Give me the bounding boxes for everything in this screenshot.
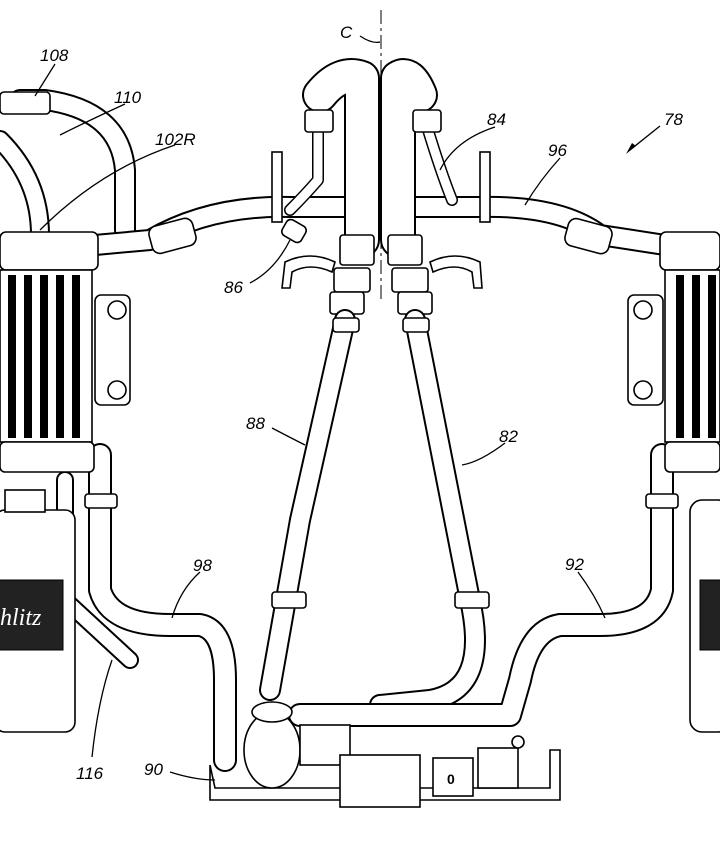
- upper-left-hoses: [0, 89, 136, 245]
- filter-can-left: hlitz: [0, 489, 76, 733]
- hoses-88-82: [259, 309, 490, 716]
- label-96: 96: [548, 141, 567, 160]
- hoses-98-92: [56, 443, 679, 772]
- center-risers: [281, 58, 483, 315]
- leader-lines: [34, 35, 661, 781]
- label-110: 110: [114, 88, 142, 107]
- cooler-left: [0, 231, 131, 473]
- label-C: C: [340, 23, 353, 42]
- label-86: 86: [224, 278, 243, 297]
- label-116: 116: [76, 764, 104, 783]
- pump-assembly-90: 0: [209, 701, 561, 808]
- label-84: 84: [487, 110, 506, 129]
- part-marking: 0: [447, 771, 455, 787]
- label-90: 90: [144, 760, 163, 779]
- label-92: 92: [565, 555, 584, 574]
- cooler-right: [627, 231, 720, 473]
- svg-text:hlitz: hlitz: [0, 605, 42, 631]
- label-78: 78: [664, 110, 683, 129]
- label-88: 88: [246, 414, 265, 433]
- label-98: 98: [193, 556, 212, 575]
- label-82: 82: [499, 427, 518, 446]
- label-108: 108: [40, 46, 69, 65]
- filter-can-right: [689, 499, 720, 733]
- label-102R: 102R: [155, 130, 196, 149]
